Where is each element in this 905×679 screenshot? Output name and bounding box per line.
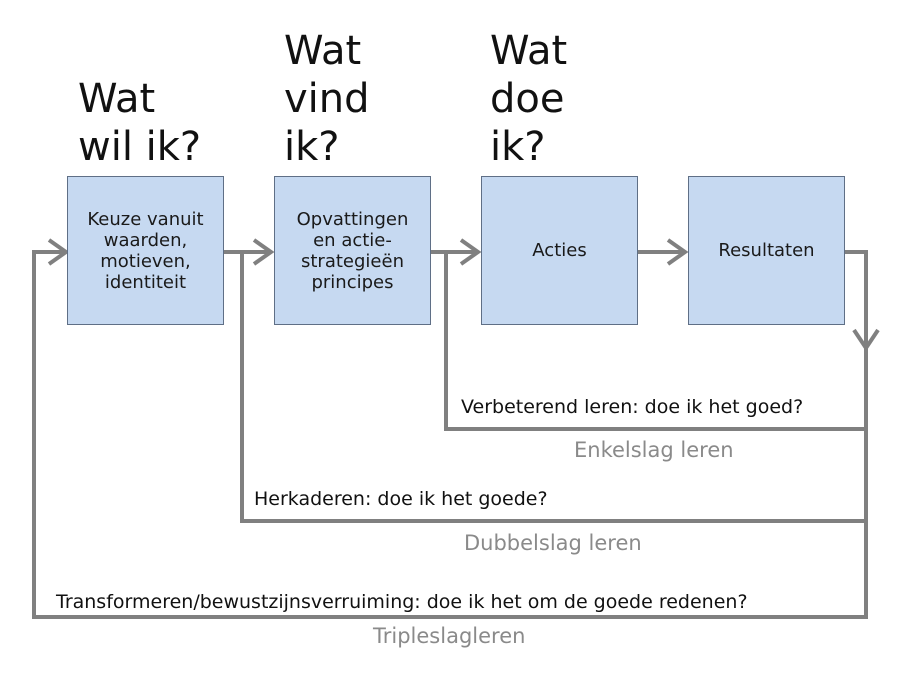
box-actions: Acties	[481, 176, 638, 325]
loop-single-caption: Enkelslag leren	[574, 438, 734, 462]
arrowhead-box1	[47, 238, 70, 266]
loop-triple	[32, 250, 868, 619]
loop-double	[240, 252, 868, 523]
question-what-do-i-do: Wat doe ik?	[490, 28, 568, 170]
box-results: Resultaten	[688, 176, 845, 325]
loop-triple-caption: Tripleslagleren	[373, 624, 526, 648]
loop-double-question: Herkaderen: doe ik het goede?	[254, 488, 548, 510]
box-beliefs: Opvattingen en actie- strategieën princi…	[274, 176, 431, 325]
loop-triple-question: Transformeren/bewustzijnsverruiming: doe…	[56, 591, 748, 613]
arrow-resultaten-down	[845, 250, 868, 348]
loop-single	[444, 252, 868, 431]
loop-single-question: Verbeterend leren: doe ik het goed?	[461, 396, 804, 418]
question-what-do-i-want: Wat wil ik?	[78, 76, 202, 170]
loop-double-caption: Dubbelslag leren	[464, 531, 642, 555]
box-choice: Keuze vanuit waarden, motieven, identite…	[67, 176, 224, 325]
arrowhead-box3	[459, 238, 482, 266]
arrowhead-box2	[252, 238, 275, 266]
question-what-do-i-think: Wat vind ik?	[284, 28, 370, 170]
arrowhead-box4	[666, 238, 689, 266]
